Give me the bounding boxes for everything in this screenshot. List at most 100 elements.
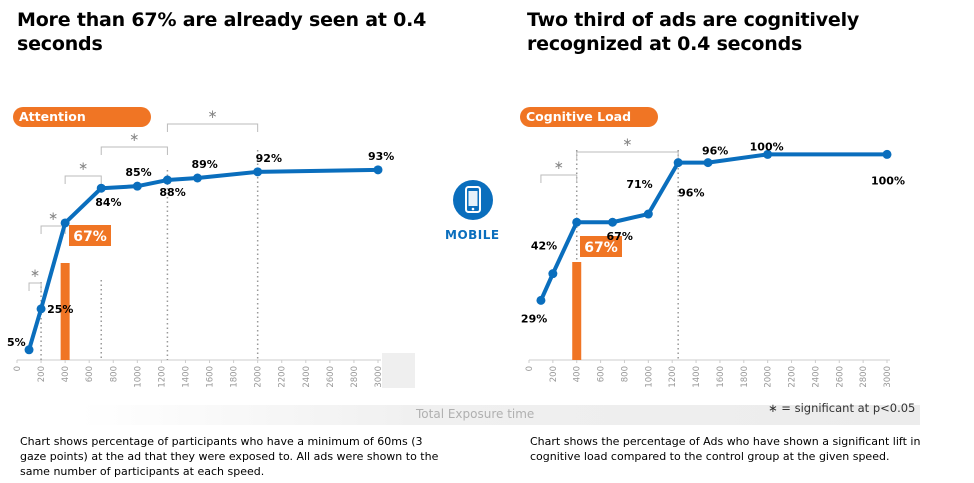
data-point <box>373 165 383 175</box>
x-axis-title: Total Exposure time <box>416 407 535 421</box>
significance-bracket <box>576 151 679 160</box>
x-tick-label: 2400 <box>302 366 312 388</box>
x-tick-label: 800 <box>109 366 119 382</box>
data-label: 100% <box>750 140 784 153</box>
attention-chart: 0 200 400 600 800 1000 1200 1400 1600 1800 2000 220… <box>7 107 394 388</box>
data-point <box>162 175 172 185</box>
data-label: 88% <box>159 186 185 199</box>
significance-star-icon: ∗ <box>622 135 632 149</box>
significance-note: ∗ = significant at p<0.05 <box>768 401 916 415</box>
data-label: 71% <box>626 178 652 191</box>
highlight-bar <box>572 262 582 360</box>
x-tick-label: 0 <box>13 366 23 371</box>
data-label: 96% <box>678 187 704 200</box>
data-point <box>36 304 46 314</box>
data-point <box>132 181 142 191</box>
data-point <box>882 149 892 159</box>
data-point <box>673 158 683 168</box>
x-tick-label: 1400 <box>181 366 191 388</box>
series-line <box>539 152 887 302</box>
data-point <box>253 167 263 177</box>
x-tick-label: 2000 <box>254 366 264 388</box>
x-axis-band <box>80 405 920 425</box>
x-tick-label: 2200 <box>278 366 288 388</box>
legend-placeholder-box <box>382 353 415 388</box>
x-tick-label: 2600 <box>835 366 845 388</box>
highlight-label: 67% <box>584 240 618 256</box>
mobile-label: MOBILE <box>445 228 500 242</box>
data-point <box>96 183 106 193</box>
significance-bracket <box>100 146 168 155</box>
x-tick-label: 2800 <box>350 366 360 388</box>
right-headline: Two third of ads are cognitively recogni… <box>527 9 860 55</box>
x-tick-label: 800 <box>620 366 630 382</box>
significance-bracket <box>540 174 578 183</box>
x-tick-label: 1200 <box>157 366 167 388</box>
data-point <box>703 158 713 168</box>
x-tick-label: 1800 <box>740 366 750 388</box>
data-label: 85% <box>125 166 151 179</box>
data-point <box>763 149 773 159</box>
attention-pill: Attention <box>13 107 151 127</box>
highlight-label-box <box>69 225 111 246</box>
data-label: 93% <box>368 150 394 163</box>
x-tick-label: 1200 <box>668 366 678 388</box>
data-point <box>608 217 618 227</box>
highlight-bar <box>60 263 70 360</box>
left-caption: Chart shows percentage of participants w… <box>20 435 439 478</box>
x-tick-label: 1400 <box>692 366 702 388</box>
x-tick-label: 200 <box>549 366 559 382</box>
data-label: 29% <box>521 312 547 325</box>
significance-star-icon: ∗ <box>30 266 40 280</box>
mobile-phone-icon <box>453 180 493 220</box>
data-label: 100% <box>871 174 905 187</box>
significance-bracket <box>28 282 42 291</box>
left-headline: More than 67% are already seen at 0.4 se… <box>17 9 427 55</box>
significance-star-icon: ∗ <box>208 107 218 121</box>
series-line <box>27 167 379 351</box>
x-tick-label: 2200 <box>788 366 798 388</box>
data-point <box>643 209 653 219</box>
right-caption: Chart shows the percentage of Ads who ha… <box>530 435 921 463</box>
data-point <box>536 295 546 305</box>
data-point <box>60 218 70 228</box>
x-tick-label: 3000 <box>374 366 384 388</box>
data-point <box>548 269 558 279</box>
x-tick-label: 1000 <box>133 366 143 388</box>
data-label: 25% <box>47 303 73 316</box>
x-tick-label: 0 <box>525 366 535 371</box>
data-point <box>572 217 582 227</box>
data-point <box>24 345 34 355</box>
significance-star-icon: ∗ <box>48 209 58 223</box>
data-label: 67% <box>607 230 633 243</box>
x-tick-label: 1800 <box>230 366 240 388</box>
significance-star-icon: ∗ <box>78 159 88 173</box>
x-tick-label: 2000 <box>764 366 774 388</box>
x-tick-label: 1000 <box>644 366 654 388</box>
data-label: 96% <box>702 145 728 158</box>
data-label: 84% <box>95 196 121 209</box>
data-label: 5% <box>7 336 26 349</box>
highlight-label: 67% <box>73 229 107 245</box>
data-label: 92% <box>256 152 282 165</box>
significance-bracket <box>64 175 102 184</box>
significance-star-icon: ∗ <box>554 158 564 172</box>
x-tick-label: 2600 <box>326 366 336 388</box>
x-tick-label: 1600 <box>206 366 216 388</box>
x-tick-label: 600 <box>85 366 95 382</box>
significance-bracket <box>166 123 259 132</box>
x-tick-label: 3000 <box>883 366 893 388</box>
data-label: 89% <box>192 158 218 171</box>
x-tick-label: 2800 <box>859 366 869 388</box>
x-tick-label: 600 <box>597 366 607 382</box>
cognitive-load-pill: Cognitive Load <box>520 107 658 127</box>
x-tick-label: 200 <box>37 366 47 382</box>
x-tick-label: 1600 <box>716 366 726 388</box>
x-tick-label: 2400 <box>811 366 821 388</box>
x-tick-label: 400 <box>61 366 71 382</box>
data-label: 42% <box>531 240 557 253</box>
significance-star-icon: ∗ <box>129 130 139 144</box>
highlight-label-box <box>580 236 622 257</box>
